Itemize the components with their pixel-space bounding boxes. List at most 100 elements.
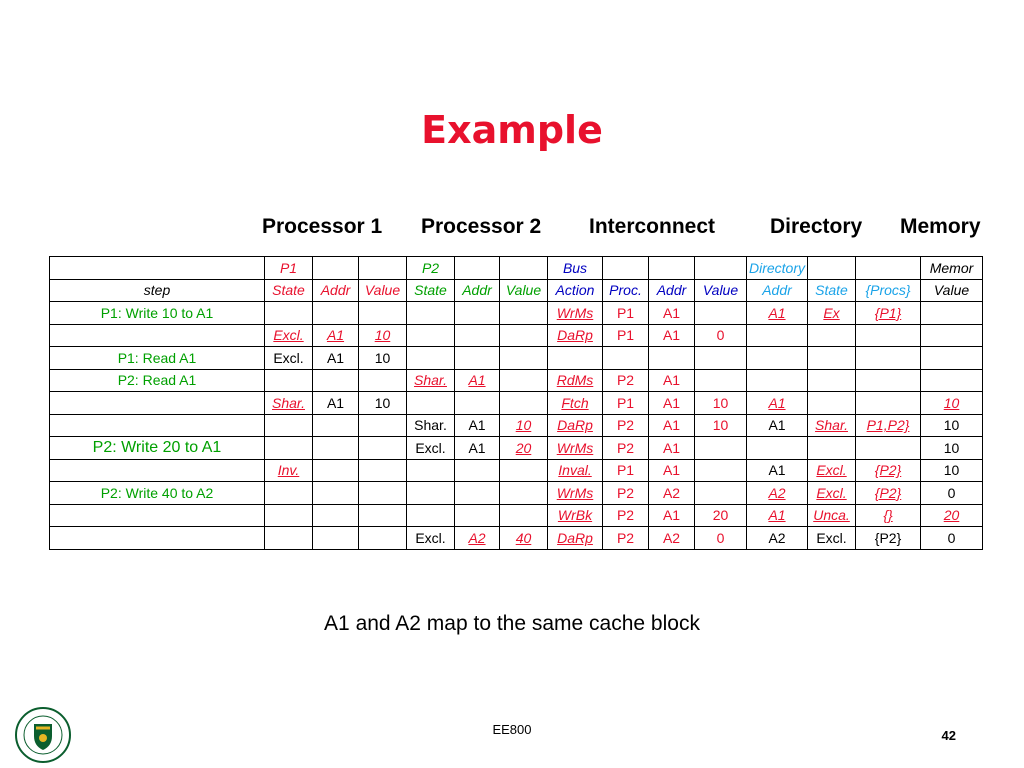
cell-bus-value: 0 xyxy=(694,323,747,347)
slide-caption: A1 and A2 map to the same cache block xyxy=(324,612,700,635)
cell-bus-action: RdMs xyxy=(547,368,603,392)
cell-dir-addr xyxy=(745,323,809,347)
cell-bus-value xyxy=(694,436,747,460)
cell-p2-value xyxy=(499,391,548,415)
cell-dir-state xyxy=(807,436,857,460)
cell-dir-state: State xyxy=(807,278,857,302)
cell-step xyxy=(49,256,265,280)
cell-p1-state: P1 xyxy=(264,256,313,280)
cell-step: step xyxy=(49,278,265,302)
cell-bus-value xyxy=(694,481,747,505)
cell-p2-value xyxy=(499,481,548,505)
cell-p1-state xyxy=(264,368,313,392)
cell-bus-proc: P2 xyxy=(602,503,649,527)
cell-dir-procs: {P1} xyxy=(855,301,922,325)
cell-bus-value xyxy=(694,256,747,280)
cell-mem-value: 10 xyxy=(920,458,984,482)
cell-bus-proc: P1 xyxy=(602,301,649,325)
cell-p1-state xyxy=(264,481,313,505)
cell-p1-state xyxy=(264,413,313,437)
cell-dir-procs xyxy=(855,368,922,392)
cell-p2-state: Excl. xyxy=(406,436,455,460)
cell-p2-value xyxy=(499,368,548,392)
cell-mem-value: 10 xyxy=(920,391,984,415)
cell-p2-addr: Addr xyxy=(454,278,500,302)
cell-dir-procs: {Procs} xyxy=(855,278,922,302)
group-interconnect: Interconnect xyxy=(589,215,716,238)
cell-dir-state: Excl. xyxy=(807,481,857,505)
cell-bus-value: 0 xyxy=(694,526,747,550)
cell-p1-addr: A1 xyxy=(312,391,359,415)
cell-p2-state xyxy=(406,391,455,415)
cell-mem-value: 10 xyxy=(920,413,984,437)
cell-bus-value xyxy=(694,458,747,482)
cell-bus-proc xyxy=(602,256,649,280)
cell-p2-state xyxy=(406,301,455,325)
cell-p1-state: Shar. xyxy=(264,391,313,415)
cell-p2-state: P2 xyxy=(406,256,455,280)
group-processor-2: Processor 2 xyxy=(421,215,542,238)
cell-p2-state: Shar. xyxy=(406,413,455,437)
cell-p1-addr: Addr xyxy=(312,278,359,302)
footer-course: EE800 xyxy=(492,722,532,737)
cell-dir-addr: Addr xyxy=(745,278,809,302)
cell-p1-value xyxy=(358,301,407,325)
cell-step xyxy=(49,526,265,550)
cell-bus-addr: A1 xyxy=(648,458,695,482)
cell-bus-action: DaRp xyxy=(547,323,603,347)
cell-dir-state: Ex xyxy=(807,301,857,325)
cell-p1-value xyxy=(358,481,407,505)
cell-p2-state: Excl. xyxy=(406,526,455,550)
cell-bus-action: Bus xyxy=(547,256,603,280)
cell-p2-addr: A1 xyxy=(454,413,500,437)
cell-p2-value: 20 xyxy=(499,436,548,460)
cell-step: P1: Write 10 to A1 xyxy=(49,301,265,325)
cell-p1-addr: A1 xyxy=(312,346,359,370)
cell-mem-value: 20 xyxy=(920,503,984,527)
cell-dir-procs xyxy=(855,436,922,460)
cell-p1-addr xyxy=(312,458,359,482)
cell-dir-state xyxy=(807,368,857,392)
cell-p1-value xyxy=(358,458,407,482)
cell-mem-value: 0 xyxy=(920,481,984,505)
cell-dir-addr xyxy=(745,346,809,370)
cell-dir-addr xyxy=(745,368,809,392)
cell-p2-addr xyxy=(454,323,500,347)
cell-p1-value xyxy=(358,256,407,280)
cell-mem-value xyxy=(920,368,984,392)
cell-dir-state xyxy=(807,391,857,415)
cell-p1-addr xyxy=(312,481,359,505)
cell-p1-addr xyxy=(312,503,359,527)
cell-dir-procs: {P2} xyxy=(855,481,922,505)
cell-bus-action: Inval. xyxy=(547,458,603,482)
cell-p2-value xyxy=(499,503,548,527)
cell-p1-value: 10 xyxy=(358,323,407,347)
cell-step xyxy=(49,391,265,415)
cell-p1-state xyxy=(264,503,313,527)
cell-bus-action: Ftch xyxy=(547,391,603,415)
cell-p2-state xyxy=(406,481,455,505)
cell-dir-procs xyxy=(855,391,922,415)
cell-mem-value: Memor xyxy=(920,256,984,280)
cell-dir-addr: A1 xyxy=(745,391,809,415)
cell-p1-addr xyxy=(312,301,359,325)
cell-p2-addr xyxy=(454,301,500,325)
cell-dir-addr: A1 xyxy=(745,413,809,437)
cell-bus-proc: P1 xyxy=(602,391,649,415)
cell-bus-value: 10 xyxy=(694,413,747,437)
cell-step xyxy=(49,503,265,527)
cell-p1-addr xyxy=(312,413,359,437)
cell-p2-value xyxy=(499,301,548,325)
cell-dir-procs: {} xyxy=(855,503,922,527)
cell-bus-proc: P1 xyxy=(602,323,649,347)
cell-bus-value xyxy=(694,368,747,392)
cell-p1-value xyxy=(358,503,407,527)
cell-dir-state xyxy=(807,346,857,370)
cell-p1-value: 10 xyxy=(358,391,407,415)
cell-p1-value xyxy=(358,368,407,392)
cell-p1-addr xyxy=(312,436,359,460)
